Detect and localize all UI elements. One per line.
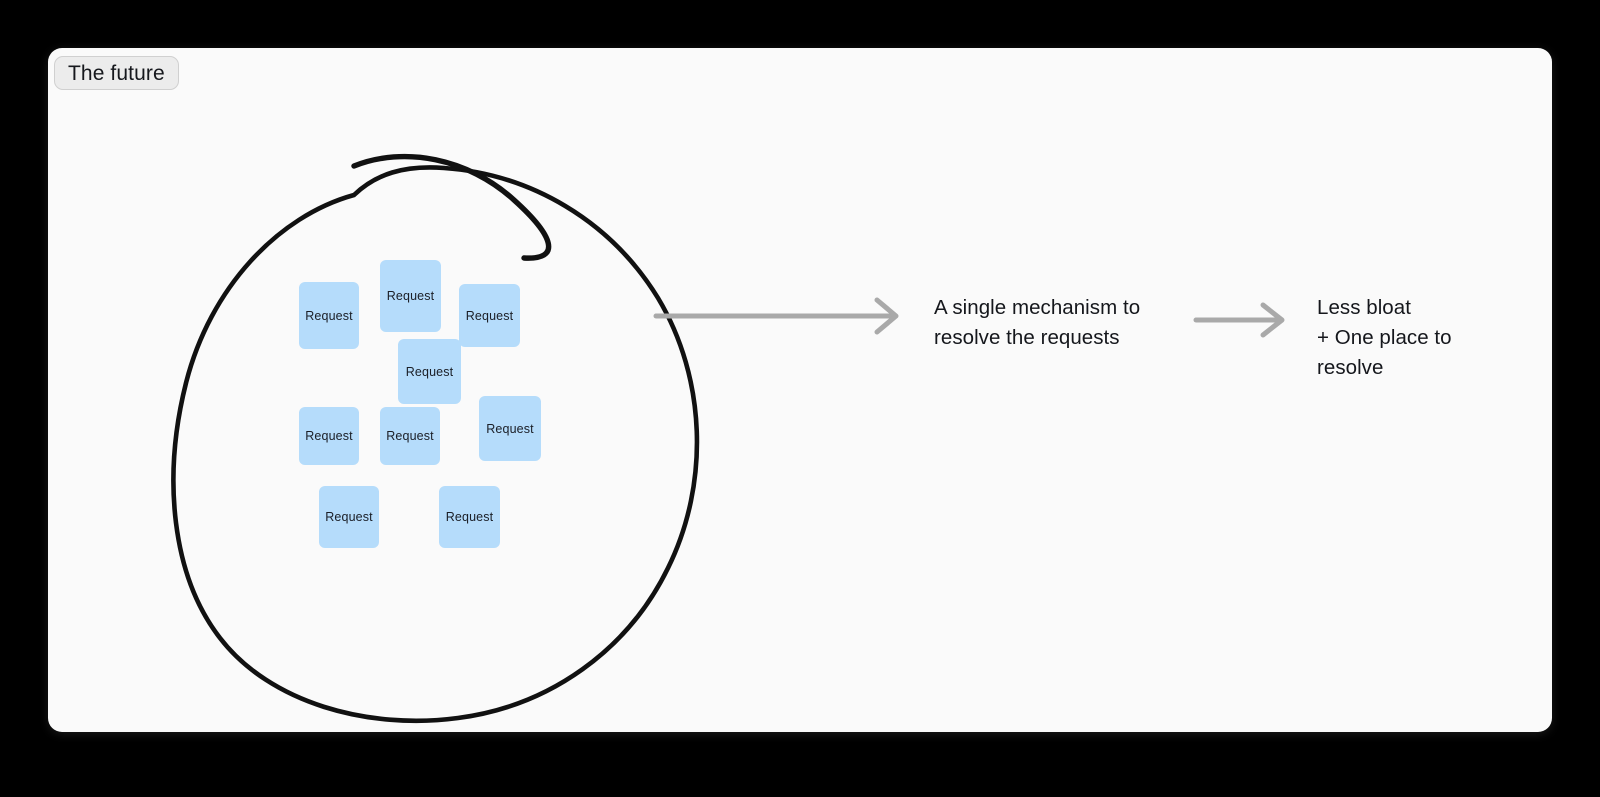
arrow-requests-to-mechanism-icon (653, 297, 899, 335)
note-outcome: Less bloat + One place to resolve (1317, 296, 1452, 379)
request-box[interactable]: Request (299, 407, 359, 465)
request-box[interactable]: Request (319, 486, 379, 548)
diagram-card: The future Request Request Request Reque… (48, 48, 1552, 732)
request-box-label: Request (465, 308, 514, 323)
request-box-label: Request (486, 421, 534, 436)
request-box[interactable]: Request (299, 282, 359, 349)
request-box[interactable]: Request (380, 407, 440, 465)
request-box[interactable]: Request (459, 284, 520, 347)
request-box-label: Request (386, 289, 435, 303)
request-box[interactable]: Request (439, 486, 500, 548)
request-box[interactable]: Request (380, 260, 441, 332)
request-box-label: Request (305, 308, 353, 323)
request-box-label: Request (386, 429, 434, 443)
card-title-badge[interactable]: The future (54, 56, 179, 90)
request-box-label: Request (325, 510, 373, 524)
note-single-mechanism: A single mechanism to resolve the reques… (934, 296, 1141, 349)
arrow-mechanism-to-outcome-icon (1193, 302, 1285, 338)
request-box[interactable]: Request (398, 339, 461, 404)
request-box[interactable]: Request (479, 396, 541, 461)
request-box-label: Request (305, 429, 353, 443)
request-box-label: Request (445, 510, 494, 524)
request-box-label: Request (405, 364, 454, 379)
